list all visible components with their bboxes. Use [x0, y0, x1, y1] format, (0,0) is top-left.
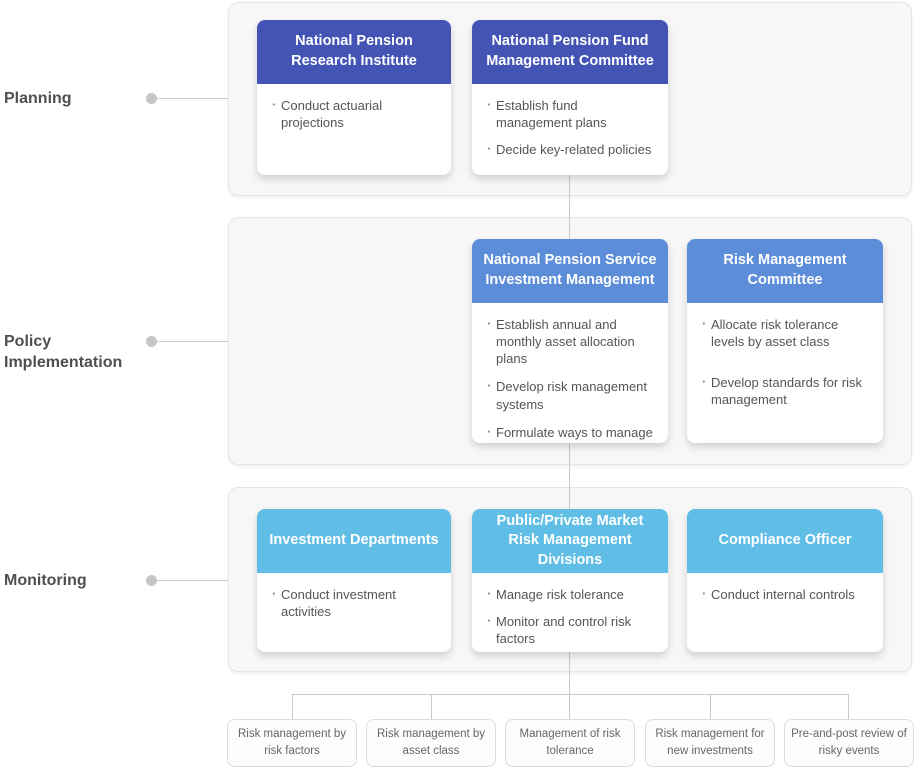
bullet-item: Manage risk tolerance: [486, 585, 656, 603]
card-national-pension-fund-management-committee: National Pension Fund Management Committ…: [472, 20, 668, 175]
bullet-item: Establish fund management plans: [486, 96, 656, 131]
bottom-box-risk-management-for-new-investments: Risk management for new investments: [645, 719, 775, 767]
card-body: Establish fund management plans Decide k…: [472, 84, 668, 158]
connector-stub-risk-factors: [292, 694, 293, 719]
card-risk-management-committee: Risk Management Committee Allocate risk …: [687, 239, 883, 443]
planning-lead-dot: [146, 93, 157, 104]
card-body: Conduct internal controls: [687, 573, 883, 603]
card-title-compliance-officer: Compliance Officer: [687, 509, 883, 573]
bullet-item: Formulate ways to manage risks: [486, 423, 656, 443]
bottom-box-management-of-risk-tolerance: Management of risk tolerance: [505, 719, 635, 767]
card-body: Conduct investment activities: [257, 573, 451, 620]
bullet-item: Develop risk management systems: [486, 377, 656, 412]
main-vertical-connector: [569, 175, 570, 719]
connector-stub-new-investments: [710, 694, 711, 719]
policy-implementation-lead-dot: [146, 336, 157, 347]
bullet-item: Develop standards for risk management: [701, 373, 871, 408]
bullet-item: Conduct internal controls: [701, 585, 871, 603]
bottom-box-pre-and-post-review-of-risky-events: Pre-and-post review of risky events: [784, 719, 914, 767]
card-investment-departments: Investment Departments Conduct investmen…: [257, 509, 451, 652]
card-public-private-market-risk-management-divisions: Public/Private Market Risk Management Di…: [472, 509, 668, 652]
card-body: Manage risk tolerance Monitor and contro…: [472, 573, 668, 647]
card-body: Allocate risk tolerance levels by asset …: [687, 303, 883, 409]
bottom-box-risk-management-by-risk-factors: Risk management by risk factors: [227, 719, 357, 767]
card-body: Conduct actuarial projections: [257, 84, 451, 131]
policy-implementation-stage-label: Policy Implementation: [4, 333, 123, 371]
bullet-item: Decide key-related policies: [486, 140, 656, 158]
bottom-box-risk-management-by-asset-class: Risk management by asset class: [366, 719, 496, 767]
connector-stub-asset-class: [431, 694, 432, 719]
card-title-investment-departments: Investment Departments: [257, 509, 451, 573]
card-national-pension-research-institute: National Pension Research Institute Cond…: [257, 20, 451, 175]
card-title-public-private-market-risk-management-divisions: Public/Private Market Risk Management Di…: [472, 509, 668, 573]
card-national-pension-service-investment-management: National Pension Service Investment Mana…: [472, 239, 668, 443]
bottom-horizontal-connector: [292, 694, 848, 695]
bullet-item: Monitor and control risk factors: [486, 612, 656, 647]
card-title-national-pension-research-institute: National Pension Research Institute: [257, 20, 451, 84]
monitoring-stage-label: Monitoring: [4, 572, 87, 589]
bullet-item: Allocate risk tolerance levels by asset …: [701, 315, 871, 350]
bullet-item: Establish annual and monthly asset alloc…: [486, 315, 656, 367]
monitoring-lead-line: [152, 580, 228, 581]
card-title-national-pension-service-investment-management: National Pension Service Investment Mana…: [472, 239, 668, 303]
card-compliance-officer: Compliance Officer Conduct internal cont…: [687, 509, 883, 652]
connector-stub-risky-events: [848, 694, 849, 719]
bullet-item: Conduct actuarial projections: [271, 96, 439, 131]
bullet-item: Conduct investment activities: [271, 585, 439, 620]
planning-stage-label: Planning: [4, 90, 72, 107]
card-title-national-pension-fund-management-committee: National Pension Fund Management Committ…: [472, 20, 668, 84]
monitoring-lead-dot: [146, 575, 157, 586]
card-title-risk-management-committee: Risk Management Committee: [687, 239, 883, 303]
planning-lead-line: [152, 98, 228, 99]
policy-implementation-lead-line: [152, 341, 228, 342]
card-body: Establish annual and monthly asset alloc…: [472, 303, 668, 443]
